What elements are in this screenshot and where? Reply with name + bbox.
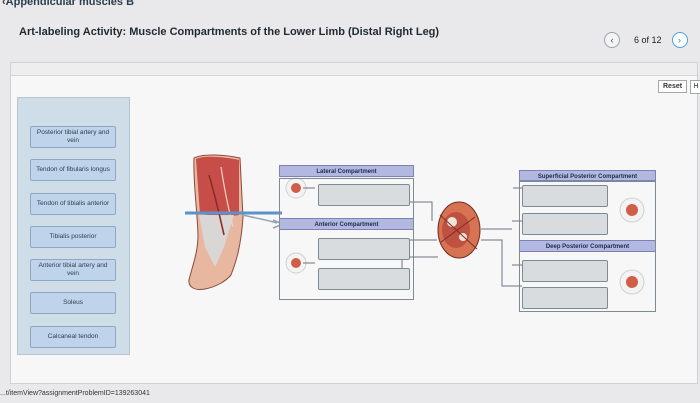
top-bar: ‹Appendicular muscles B <box>0 0 700 12</box>
superficial-posterior-compartment-header: Superficial Posterior Compartment <box>519 170 656 182</box>
back-link[interactable]: ‹Appendicular muscles B <box>2 0 135 8</box>
cross-section-thumbnail-core <box>626 204 638 216</box>
chevron-right-icon: › <box>678 35 682 45</box>
label-chip[interactable]: Tendon of tibialis anterior <box>30 193 116 215</box>
lateral-compartment-header: Lateral Compartment <box>279 165 414 177</box>
superficial-posterior-drop-zone-2[interactable] <box>522 213 608 235</box>
right-compartment-outline <box>519 180 656 312</box>
diagram-svg <box>185 154 645 295</box>
help-button[interactable]: H <box>690 80 700 94</box>
diagram-area <box>132 97 692 367</box>
page-title: Art-labeling Activity: Muscle Compartmen… <box>19 26 440 38</box>
label-chip[interactable]: Tendon of fibularis longus <box>30 159 116 181</box>
cross-section-thumbnail-core <box>626 276 638 288</box>
label-chip[interactable]: Soleus <box>30 292 116 314</box>
next-button[interactable]: › <box>671 32 688 48</box>
superficial-posterior-drop-zone-1[interactable] <box>522 185 608 207</box>
lateral-compartment-drop-zone[interactable] <box>318 184 410 206</box>
cross-section-illustration <box>437 201 481 259</box>
label-chip[interactable]: Anterior tibial artery and vein <box>30 259 116 281</box>
left-compartment-outline <box>279 178 414 300</box>
deep-posterior-drop-zone-1[interactable] <box>522 260 608 282</box>
reset-button[interactable]: Reset <box>658 80 688 93</box>
label-chip[interactable]: Tibialis posterior <box>30 226 116 248</box>
anterior-compartment-drop-zone-1[interactable] <box>318 238 410 260</box>
deep-posterior-drop-zone-2[interactable] <box>522 287 608 309</box>
workspace-header-strip <box>11 63 697 76</box>
label-chip[interactable]: Calcaneal tendon <box>30 326 116 348</box>
small-section-thumbnail-core <box>291 258 301 268</box>
status-url: ...t/itemView?assignmentProblemID=139263… <box>0 390 150 397</box>
pager: ‹ 6 of 12 › <box>604 32 688 48</box>
pager-text: 6 of 12 <box>634 35 662 45</box>
leg-illustration <box>185 154 286 290</box>
small-section-thumbnail-core <box>291 183 301 193</box>
chevron-left-icon: ‹ <box>610 35 614 45</box>
anterior-compartment-drop-zone-2[interactable] <box>318 268 410 290</box>
label-bank: Posterior tibial artery and vein Tendon … <box>17 97 130 355</box>
label-chip[interactable]: Posterior tibial artery and vein <box>30 126 116 148</box>
previous-button[interactable]: ‹ <box>604 32 620 48</box>
